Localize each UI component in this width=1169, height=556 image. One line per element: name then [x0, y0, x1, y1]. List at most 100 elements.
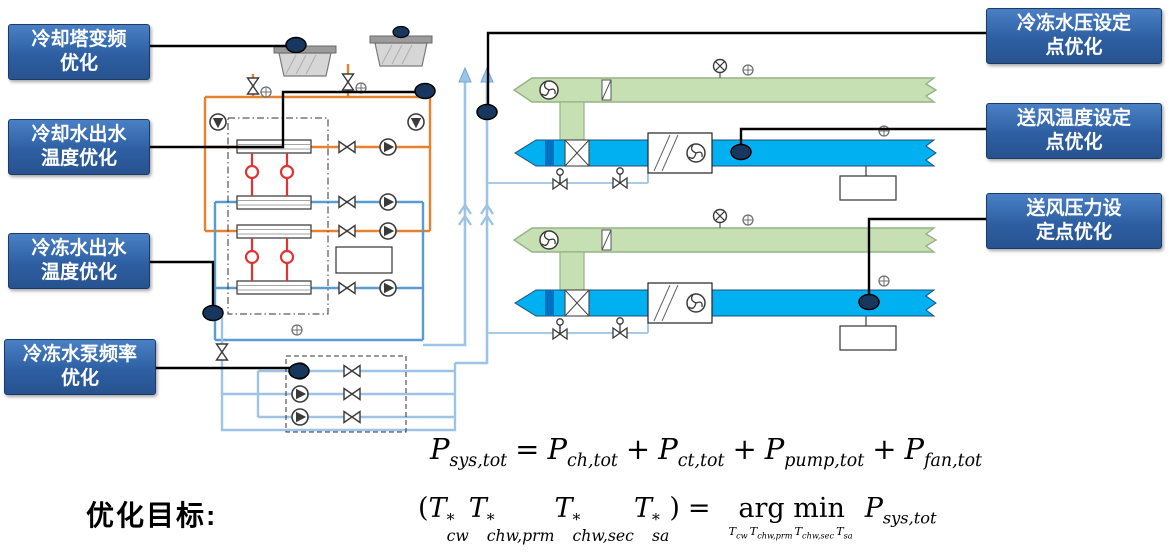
duct-connector — [559, 101, 585, 141]
sensor-dot-cooling-tower-fan — [285, 36, 307, 54]
valve-icon — [215, 343, 229, 361]
riser-flow-chevrons — [458, 202, 494, 226]
callout-chw-pump-frequency: 冷冻水泵频率 优化 — [4, 339, 156, 395]
math-term: Psys,tot — [430, 432, 507, 471]
callout-line: 定点优化 — [1035, 222, 1112, 243]
connector-chw-pressure — [486, 31, 988, 107]
chiller-enclosure — [227, 117, 329, 315]
sensor-dot-chilled-water-outlet — [202, 304, 224, 322]
connector-supply-air-temp — [739, 127, 988, 147]
ahu-unit — [647, 132, 713, 174]
return-air-duct — [512, 77, 938, 103]
callout-line: 冷冻水出水 — [31, 237, 127, 259]
callout-line: 送风压力设 — [1026, 197, 1122, 219]
sensor-dot-cooling-water-outlet — [414, 82, 436, 100]
gauge-icon — [260, 86, 272, 98]
callout-line: 优化 — [60, 368, 99, 389]
valve-icon — [343, 410, 361, 424]
exhaust-fan-icon — [710, 56, 730, 76]
refrigerant-circuit — [244, 153, 295, 196]
return-damper — [601, 79, 612, 101]
callout-line: 点优化 — [1045, 132, 1103, 153]
valve-icon — [338, 140, 356, 154]
buffer-tank — [335, 246, 393, 274]
callout-chw-pressure-setpoint: 冷冻水压设定 点优化 — [986, 8, 1162, 64]
math-term: T*sa — [633, 492, 670, 545]
callout-supply-air-temp-setpoint: 送风温度设定 点优化 — [986, 103, 1162, 159]
tower-fan-icon — [392, 25, 410, 39]
math-term: Pfan,tot — [904, 432, 983, 471]
plus-sign: + — [872, 432, 897, 466]
pump-icon — [379, 138, 397, 156]
math-term: Pct,tot — [658, 432, 725, 471]
pump-icon — [209, 113, 227, 131]
refrigerant-circuit — [244, 238, 295, 281]
callout-supply-air-pressure-setpoint: 送风压力设 定点优化 — [986, 193, 1162, 249]
return-fan-icon — [539, 80, 559, 100]
valve-icon — [341, 73, 355, 91]
math-term: T*chw,prm — [468, 492, 555, 545]
sensor-dot-supply-air-pressure — [858, 293, 880, 311]
terminal-box — [839, 166, 897, 201]
pump-icon — [291, 385, 309, 403]
callout-line: 温度优化 — [40, 262, 117, 283]
callout-line: 冷却塔变频 — [31, 28, 127, 50]
math-term: Ppump,tot — [764, 432, 865, 471]
supply-fan-icon — [686, 143, 706, 163]
equals-sign: = — [687, 492, 711, 524]
math-base: P — [430, 432, 450, 466]
connector-chilled-water-temp — [148, 260, 215, 308]
gauge-icon — [291, 324, 303, 336]
plus-sign: + — [625, 432, 651, 466]
connector-supply-air-pressure — [867, 217, 988, 297]
callout-cooling-tower-vfd: 冷却塔变频 优化 — [8, 24, 150, 80]
sensor-dot-chw-pump — [288, 362, 310, 380]
sensor-dots — [202, 36, 880, 380]
sensor-dot-chw-pressure — [476, 103, 498, 121]
valve-icon — [338, 281, 356, 295]
gauge-icon — [742, 64, 754, 76]
left-paren: ( — [418, 492, 429, 524]
cooling-tower-1 — [273, 45, 337, 77]
chiller-plant — [203, 25, 494, 433]
mixing-damper — [564, 139, 590, 167]
supply-air-duct — [514, 139, 937, 167]
plus-sign: + — [732, 432, 757, 466]
chiller-1 — [236, 139, 312, 210]
secondary-pump-group — [285, 355, 407, 433]
callout-line: 温度优化 — [40, 148, 117, 169]
gauge-icon — [878, 125, 890, 137]
right-paren: ) — [669, 492, 680, 524]
chiller-2 — [236, 224, 312, 295]
coil-valve-icon — [612, 167, 628, 189]
pump-icon — [379, 222, 397, 240]
math-term: T*chw,sec — [554, 492, 634, 545]
ahu-branch — [487, 56, 938, 201]
callout-cooling-water-leaving-temp: 冷却水出水 温度优化 — [8, 119, 150, 175]
valve-icon — [246, 77, 260, 95]
chilled-water-risers — [423, 76, 489, 365]
callout-connectors — [148, 31, 988, 370]
callout-chilled-water-leaving-temp: 冷冻水出水 温度优化 — [8, 233, 150, 289]
sensor-dot-supply-air-temp — [730, 143, 752, 161]
pump-icon — [379, 279, 397, 297]
connector-cooling-water-temp — [148, 90, 419, 149]
callout-line: 优化 — [59, 53, 98, 74]
equals-sign: = — [515, 432, 540, 466]
valve-icon — [338, 195, 356, 209]
valve-icon — [338, 224, 356, 238]
callout-line: 冷却水出水 — [31, 123, 127, 145]
math-term: Pch,tot — [547, 432, 618, 471]
valve-icon — [343, 364, 361, 378]
objective-label: 优化目标: — [86, 500, 218, 531]
valve-icon — [343, 387, 361, 401]
supply-damper-segment — [545, 140, 554, 166]
callout-line: 送风温度设定 — [1016, 107, 1131, 129]
callout-line: 点优化 — [1045, 37, 1103, 58]
callout-line: 冷冻水泵频率 — [22, 343, 137, 365]
